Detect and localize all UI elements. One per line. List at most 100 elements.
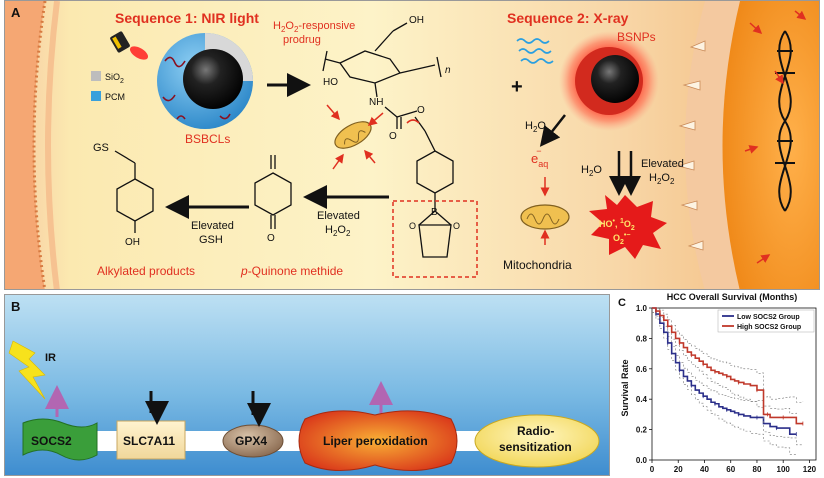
panel-b-canvas: B IR SOCS2 SLC7A11 GPX4 Liper peroxidati… — [5, 295, 609, 475]
chem-o-carbonyl: O — [389, 131, 397, 142]
prodrug-label-line2: prodrug — [283, 34, 321, 46]
slc7a11-label: SLC7A11 — [123, 434, 175, 448]
tissue-layer-outer — [5, 1, 45, 289]
x-tick-label: 80 — [753, 465, 762, 474]
bsbcls-label: BSBCLs — [185, 132, 230, 146]
ci-band-lower-1 — [652, 312, 804, 446]
prodrug-label: H2O2-responsive — [273, 20, 355, 34]
x-tick-label: 100 — [777, 465, 791, 474]
chem-ho: HO — [323, 77, 338, 88]
chem-b: B — [431, 207, 438, 218]
chem-o-quinone: O — [267, 233, 275, 244]
cleavage-mark — [406, 119, 420, 124]
chart-title: HCC Overall Survival (Months) — [667, 292, 798, 302]
liper-peroxidation-node — [298, 410, 458, 472]
arrow-to-eaq — [539, 114, 566, 147]
x-ray-hit-arrows — [744, 10, 807, 264]
panel-a-letter: A — [11, 5, 21, 20]
chem-o-boronate-right: O — [453, 221, 460, 231]
ros-text-line2: O2•− — [613, 232, 630, 246]
x-tick-label: 0 — [650, 465, 655, 474]
chem-gs: GS — [93, 142, 109, 154]
chart-legend — [717, 309, 815, 333]
membrane-spikes — [676, 40, 706, 251]
panel-a-canvas: A Sequence 1: NIR light Sequence 2: X-ra… — [5, 1, 819, 289]
chitosan-structure — [322, 22, 442, 132]
chart-plot-area: 0.0 0.2 0.4 0.6 0.8 1.0 0 20 40 60 80 100 120 Low SOC… — [636, 304, 817, 474]
nir-laser-icon — [110, 31, 149, 60]
alkylated-product-structure — [114, 150, 154, 233]
x-tick-label: 20 — [674, 465, 683, 474]
svg-text:SiO2: SiO2 — [105, 72, 124, 85]
liper-peroxidation-label: Liper peroxidation — [323, 434, 428, 448]
bsbcls-nanoparticle — [157, 33, 253, 129]
quinone-methide-structure — [254, 155, 292, 229]
chart-y-axis-label: Survival Rate — [620, 359, 630, 416]
mitochondria-label: Mitochondria — [503, 258, 572, 272]
panel-c: C HCC Overall Survival (Months) Survival… — [614, 292, 820, 478]
ros-burst — [589, 195, 667, 259]
socs2-label: SOCS2 — [31, 434, 72, 448]
ci-band-lower-0 — [652, 312, 797, 456]
tissue-membrane — [32, 1, 47, 289]
tumor-cell-nucleus — [722, 1, 819, 289]
mitochondria-icon-bottom — [520, 204, 570, 230]
y-tick-label: 0.2 — [636, 426, 648, 435]
ci-band-upper-1 — [652, 307, 804, 403]
chem-o-boronate-left: O — [409, 221, 416, 231]
elevated-gsh-1: Elevated — [191, 220, 234, 232]
mitochondria-left-arrows — [326, 104, 384, 170]
legend-label-1: High SOCS2 Group — [737, 324, 801, 331]
quinone-methide-label: p-Quinone methide — [240, 264, 343, 278]
eaq-label: eaq− — [531, 146, 548, 169]
x-tick-label: 120 — [803, 465, 817, 474]
legend-pcm: PCM — [91, 91, 125, 102]
radiosensitization-node — [474, 414, 600, 468]
panel-c-letter: C — [618, 297, 626, 309]
chem-oh-product: OH — [125, 237, 140, 248]
slc7a11-node — [116, 420, 186, 460]
sequence-2-title: Sequence 2: X-ray — [507, 10, 629, 26]
survival-line-low — [652, 307, 797, 435]
boronate-highlight-box — [392, 200, 478, 278]
legend-sio2: SiO2 — [91, 71, 124, 85]
y-tick-label: 0.8 — [636, 334, 648, 343]
x-tick-label: 40 — [700, 465, 709, 474]
elevated-h2o2-right-2: H2O2 — [649, 172, 675, 186]
ir-label: IR — [45, 352, 56, 364]
y-tick-label: 0.4 — [636, 395, 648, 404]
survival-chart: C HCC Overall Survival (Months) Survival… — [618, 292, 817, 474]
bsnps-nanoparticle — [559, 31, 659, 131]
alkylated-products-label: Alkylated products — [97, 264, 195, 278]
panel-b: B IR SOCS2 SLC7A11 GPX4 Liper peroxidati… — [4, 294, 610, 476]
sequence-1-title: Sequence 1: NIR light — [115, 10, 259, 26]
y-tick-label: 0.0 — [636, 456, 648, 465]
benzyl-boronate-structure — [416, 130, 454, 258]
dna-helix-icon — [775, 30, 795, 212]
plus-sign: + — [511, 76, 523, 98]
radiosensitization-label-2: sensitization — [499, 440, 572, 454]
tissue-layer-inner — [45, 1, 60, 289]
elevated-h2o2-mid-1: Elevated — [317, 210, 360, 222]
y-tick-label: 0.6 — [636, 365, 648, 374]
elevated-h2o2-right-1: Elevated — [641, 158, 684, 170]
legend-label-0: Low SOCS2 Group — [737, 314, 800, 321]
gpx4-label: GPX4 — [235, 434, 267, 448]
x-tick-label: 60 — [726, 465, 735, 474]
bsnps-label: BSNPs — [617, 30, 656, 44]
ir-lightning-icon — [8, 340, 46, 400]
socs2-node — [22, 418, 98, 461]
chem-oh: OH — [409, 15, 424, 26]
ros-text-line1: HO•, 1O2 — [599, 218, 635, 232]
panel-a: A Sequence 1: NIR light Sequence 2: X-ra… — [4, 0, 820, 290]
elevated-gsh-2: GSH — [199, 234, 223, 246]
x-ray-waves-icon — [516, 38, 554, 64]
chem-nh: NH — [369, 97, 383, 108]
chem-o-ester: O — [417, 105, 425, 116]
y-tick-label: 1.0 — [636, 304, 648, 313]
elevated-h2o2-mid-2: H2O2 — [325, 224, 351, 238]
h2o-label-2: H2O — [581, 164, 602, 178]
panel-b-letter: B — [11, 299, 20, 314]
svg-text:PCM: PCM — [105, 92, 125, 102]
chem-n-repeat: n — [445, 65, 451, 76]
